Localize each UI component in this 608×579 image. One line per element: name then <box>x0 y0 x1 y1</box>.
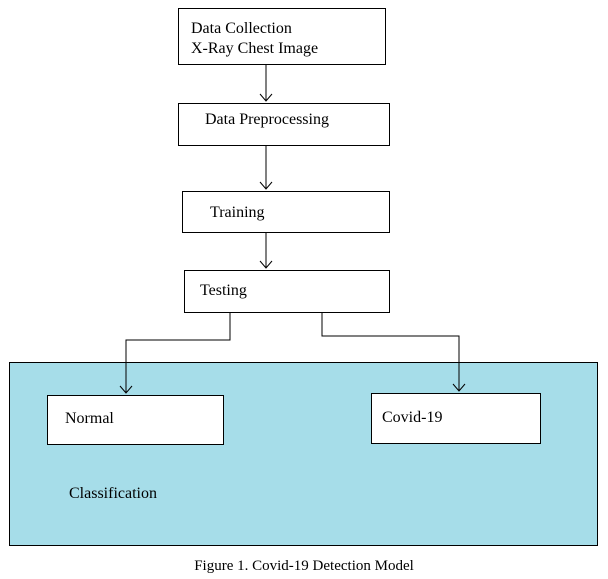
data-collection-subtitle: X-Ray Chest Image <box>191 40 319 57</box>
training-box: Training <box>182 191 390 233</box>
data-preprocessing-box: Data Preprocessing <box>178 103 390 146</box>
classification-label: Classification <box>69 485 157 502</box>
testing-box: Testing <box>184 270 390 313</box>
data-preprocessing-label: Data Preprocessing <box>205 111 329 128</box>
normal-class-box: Normal <box>47 395 224 445</box>
data-collection-title: Data Collection <box>191 20 292 37</box>
covid-class-box: Covid-19 <box>371 393 541 444</box>
classification-panel <box>9 362 598 546</box>
covid-class-label: Covid-19 <box>382 409 443 426</box>
arrowhead-preprocessing <box>259 93 273 102</box>
arrowhead-training <box>259 181 273 190</box>
normal-class-label: Normal <box>65 410 114 427</box>
testing-label: Testing <box>200 282 247 299</box>
data-collection-box: Data Collection X-Ray Chest Image <box>178 8 386 65</box>
training-label: Training <box>210 204 265 221</box>
arrowhead-testing <box>259 260 273 269</box>
figure-caption: Figure 1. Covid-19 Detection Model <box>194 558 414 574</box>
